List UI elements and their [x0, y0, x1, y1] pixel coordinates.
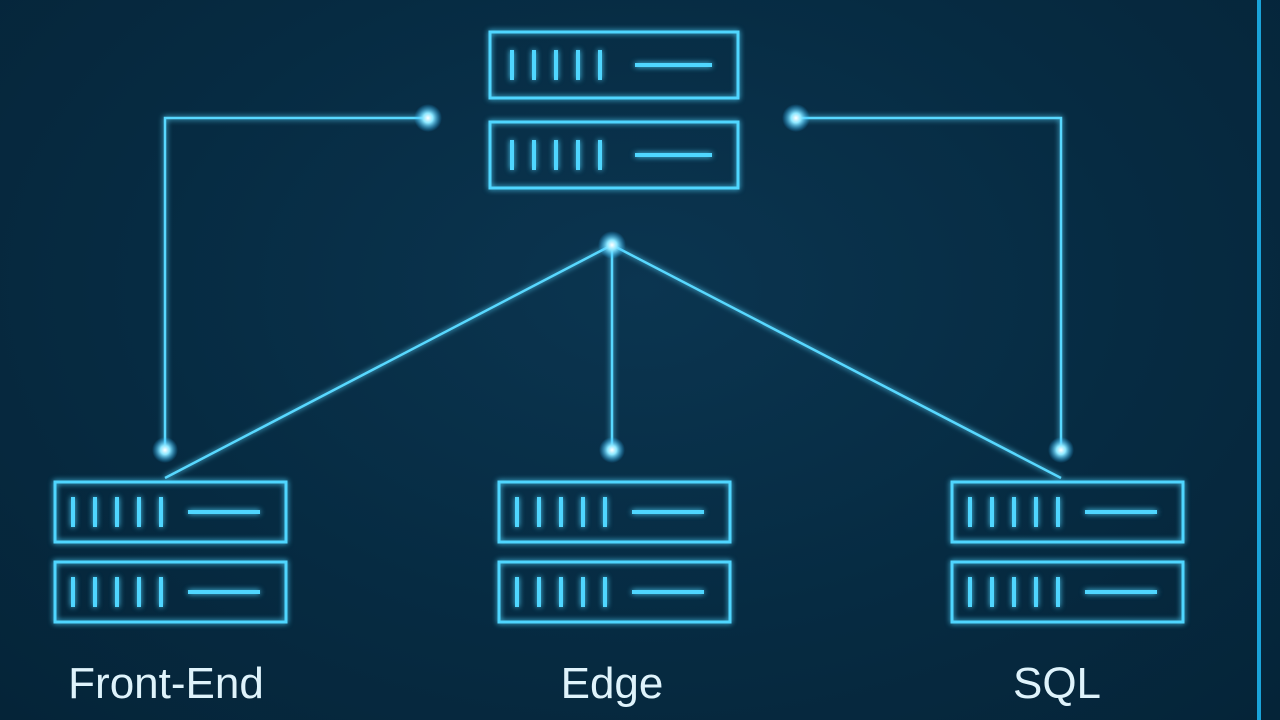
edge-server-icon [497, 480, 732, 624]
server-unit [950, 560, 1185, 624]
connectors [163, 116, 1063, 480]
connector-top-to-frontend [164, 243, 613, 480]
sql-label: SQL [1012, 659, 1102, 708]
connector-frontend-bracket [163, 116, 428, 450]
junction-dot [598, 231, 626, 259]
right-edge-bar [1257, 0, 1261, 720]
server-unit [488, 120, 740, 190]
edge-label: Edge [560, 659, 664, 708]
server-unit [497, 480, 732, 544]
connector-top-to-sql [611, 243, 1062, 480]
junction-dot [782, 104, 810, 132]
server-unit [53, 480, 288, 544]
server-unit [488, 30, 740, 100]
junction-dot [414, 104, 442, 132]
junction-dot [152, 437, 178, 463]
junction-dots [152, 104, 1074, 463]
frontend-server-icon [53, 480, 288, 624]
junction-dot [599, 437, 625, 463]
server-unit [53, 560, 288, 624]
connector-sql-bracket [796, 116, 1063, 450]
frontend-label: Front-End [68, 659, 264, 708]
sql-server-icon [950, 480, 1185, 624]
server-unit [497, 560, 732, 624]
top-server-icon [488, 30, 740, 190]
server-unit [950, 480, 1185, 544]
junction-dot [1048, 437, 1074, 463]
